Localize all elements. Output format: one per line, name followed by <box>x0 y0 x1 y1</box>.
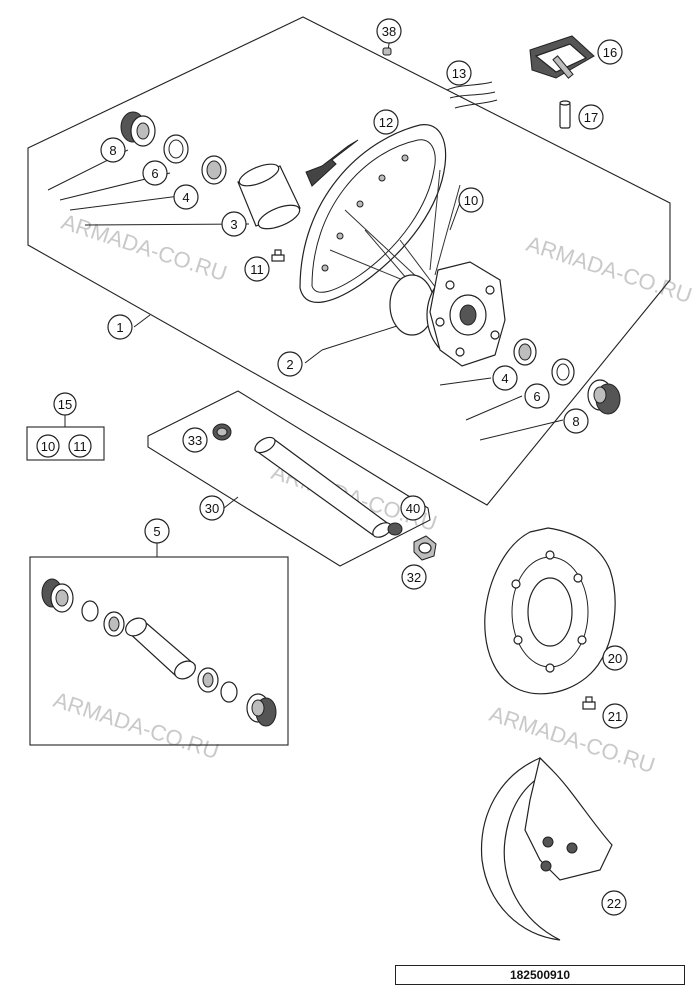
callout-32: 32 <box>401 564 427 590</box>
svg-text:12: 12 <box>379 115 393 130</box>
rim-lock <box>529 35 595 79</box>
brake-disc <box>484 527 616 695</box>
svg-text:40: 40 <box>406 501 420 516</box>
callout-8: 8 <box>100 137 126 163</box>
svg-text:2: 2 <box>286 357 293 372</box>
rim-tape <box>446 81 498 109</box>
watermark: ARMADA-CO.RU <box>58 209 230 286</box>
spacer-tube <box>237 163 301 230</box>
callout-1: 1 <box>107 314 133 340</box>
axle-kit-frame <box>147 390 431 567</box>
callouts: 1 2 3 4 6 8 4 6 8 10 11 12 13 16 17 38 1… <box>36 18 628 916</box>
svg-text:4: 4 <box>182 190 189 205</box>
svg-text:33: 33 <box>188 433 202 448</box>
svg-text:13: 13 <box>452 66 466 81</box>
rim-lock-nut <box>559 100 571 129</box>
callout-3: 3 <box>221 211 247 237</box>
svg-text:11: 11 <box>73 439 87 454</box>
callout-12: 12 <box>373 109 399 135</box>
svg-text:20: 20 <box>608 651 622 666</box>
callout-4: 4 <box>492 365 518 391</box>
axle <box>253 436 392 538</box>
disc-screw <box>582 696 596 710</box>
watermark: ARMADA-CO.RU <box>50 687 222 764</box>
svg-text:21: 21 <box>608 709 622 724</box>
svg-text:10: 10 <box>464 193 478 208</box>
callout-15: 15 <box>53 392 77 416</box>
watermark: ARMADA-CO.RU <box>523 231 695 308</box>
callout-10: 10 <box>36 434 60 458</box>
svg-text:8: 8 <box>109 143 116 158</box>
rim <box>299 124 447 303</box>
wheel-assembly-frame <box>27 16 671 506</box>
svg-text:5: 5 <box>153 524 160 539</box>
bearing-kit-contents <box>41 578 277 727</box>
watermark: ARMADA-CO.RU <box>486 701 658 778</box>
screw <box>271 249 285 262</box>
svg-text:1: 1 <box>116 320 123 335</box>
svg-text:8: 8 <box>572 414 579 429</box>
callout-5: 5 <box>144 518 170 544</box>
svg-text:32: 32 <box>407 570 421 585</box>
callout-33: 33 <box>182 427 208 453</box>
watermarks: ARMADA-CO.RU ARMADA-CO.RU ARMADA-CO.RU A… <box>50 209 695 778</box>
axle-bearing <box>212 423 232 441</box>
svg-text:30: 30 <box>205 501 219 516</box>
drawing-number: 182500910 <box>395 965 685 985</box>
callout-17: 17 <box>578 104 604 130</box>
right-bearing-group <box>513 338 621 415</box>
callout-4: 4 <box>173 184 199 210</box>
svg-text:17: 17 <box>584 110 598 125</box>
left-bearing-group <box>120 111 227 185</box>
svg-text:6: 6 <box>533 389 540 404</box>
svg-text:11: 11 <box>250 262 264 277</box>
svg-text:4: 4 <box>501 371 508 386</box>
callout-21: 21 <box>602 703 628 729</box>
callout-6: 6 <box>524 383 550 409</box>
callout-2: 2 <box>277 351 303 377</box>
callout-16: 16 <box>597 39 623 65</box>
callout-38: 38 <box>376 18 402 44</box>
callout-8: 8 <box>563 408 589 434</box>
rotation-arrow <box>305 139 359 187</box>
svg-text:3: 3 <box>230 217 237 232</box>
svg-text:15: 15 <box>58 397 72 412</box>
svg-text:10: 10 <box>41 439 55 454</box>
svg-text:22: 22 <box>607 896 621 911</box>
bearing-kit-box <box>29 556 289 746</box>
svg-text:16: 16 <box>603 45 617 60</box>
spoke-nipple <box>382 47 392 56</box>
callout-11: 11 <box>244 256 270 282</box>
callout-10: 10 <box>458 187 484 213</box>
callout-20: 20 <box>602 645 628 671</box>
disc-guard <box>480 756 613 941</box>
svg-text:38: 38 <box>382 24 396 39</box>
callout-6: 6 <box>142 160 168 186</box>
callout-13: 13 <box>446 60 472 86</box>
callout-30: 30 <box>199 495 225 521</box>
svg-text:6: 6 <box>151 166 158 181</box>
wheel-hub <box>389 261 506 367</box>
callout-22: 22 <box>601 890 627 916</box>
axle-nut <box>387 522 437 561</box>
callout-11: 11 <box>68 434 92 458</box>
callout-40: 40 <box>400 495 426 521</box>
